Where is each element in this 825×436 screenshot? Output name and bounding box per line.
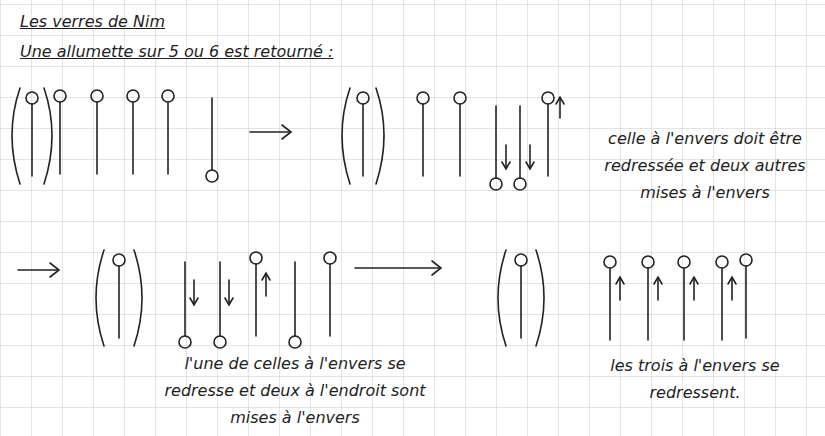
page-title: Les verres de Nim [20,8,320,35]
intro-note: Une allumette sur 5 ou 6 est retourné : [20,38,440,65]
matches-drawing [12,88,752,348]
step-note: l'une de celles à l'envers se redresse e… [160,350,430,431]
step-note: celle à l'envers doit être redressée et … [600,125,810,206]
step-note: les trois à l'envers se redressent. [585,352,805,406]
